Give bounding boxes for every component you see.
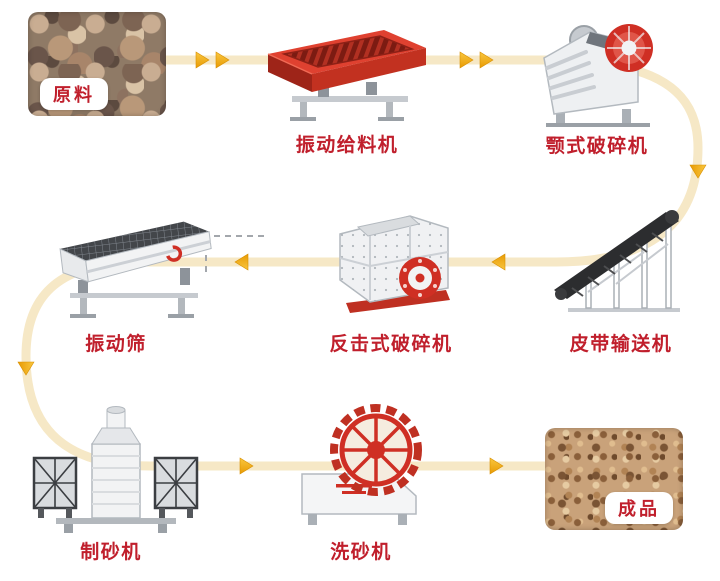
impact-crusher-image — [318, 200, 463, 322]
flow-arrow — [17, 361, 35, 376]
flow-arrow — [459, 51, 474, 69]
flow-arrow — [234, 253, 249, 271]
sand-washer-image — [296, 402, 436, 527]
flow-arrow — [491, 253, 506, 271]
flow-arrow — [689, 164, 707, 179]
flow-arrow — [195, 51, 210, 69]
impact-crusher-label: 反击式破碎机 — [329, 334, 453, 355]
raw-material-label: 原料 — [40, 78, 108, 110]
sand-maker-image — [28, 394, 203, 534]
belt-conveyor-label: 皮带输送机 — [569, 334, 673, 355]
flow-arrow — [489, 457, 504, 475]
finished-product-photo: 成品 — [545, 428, 683, 530]
vibrating-feeder-label: 振动给料机 — [295, 135, 399, 156]
raw-material-photo: 原料 — [28, 12, 166, 116]
sand-washer-label: 洗砂机 — [330, 542, 392, 563]
flow-path — [21, 55, 703, 471]
flow-arrow — [479, 51, 494, 69]
vibrating-feeder-image — [262, 20, 432, 125]
flow-arrow — [239, 457, 254, 475]
sand-maker-label: 制砂机 — [80, 542, 142, 563]
finished-product-label: 成品 — [605, 492, 673, 524]
flow-arrow — [215, 51, 230, 69]
jaw-crusher-label: 颚式破碎机 — [545, 136, 649, 157]
vibrating-screen-label: 振动筛 — [85, 334, 147, 355]
belt-conveyor-image — [552, 192, 687, 314]
jaw-crusher-image — [532, 10, 662, 128]
vibrating-screen-image — [48, 220, 220, 320]
